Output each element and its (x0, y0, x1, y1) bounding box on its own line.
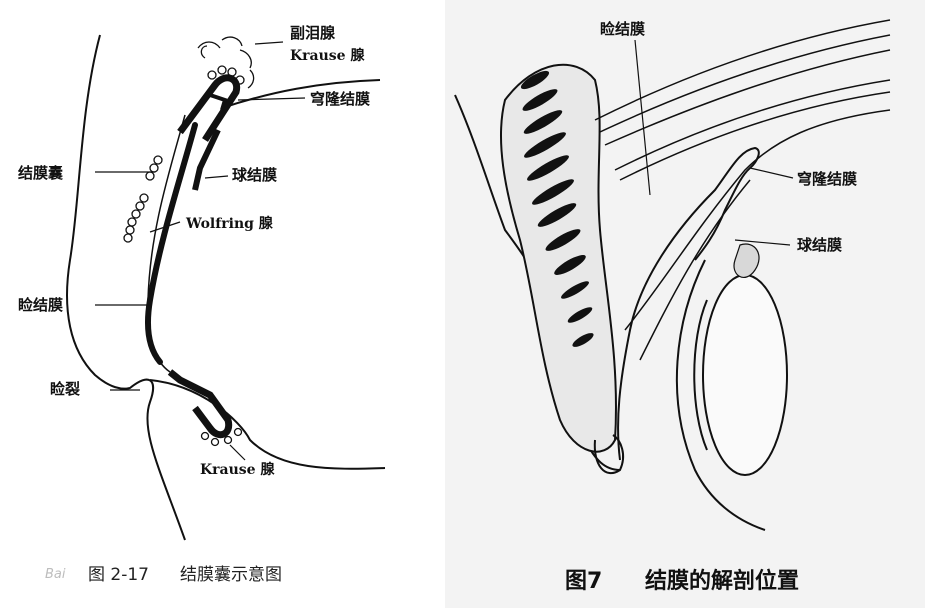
caption-number-right: 图7 (565, 569, 602, 594)
lower-fornix-loop (167, 369, 233, 439)
globe-outline (221, 79, 381, 109)
label-accessory-lacrimal-gland: 副泪腺 (290, 24, 336, 42)
lid-margin-loop (593, 434, 624, 475)
label-krause-gland-bottom: Krause 腺 (200, 461, 275, 478)
iris-outline (693, 299, 708, 451)
label-palpebral-conjunctiva: 睑结膜 (18, 296, 63, 314)
fornix-tip (209, 93, 228, 111)
conjunctiva-anatomy-diagram: 睑结膜 穹隆结膜 球结膜 图7 结膜的解剖位置 (454, 19, 891, 594)
leader-lines (95, 41, 306, 461)
lower-globe-outline (149, 379, 386, 470)
upper-fornix-loop (177, 74, 241, 142)
inner-lid-line (147, 114, 186, 373)
sclera-outline (675, 259, 766, 531)
krause-gland-bottom-cluster (200, 427, 243, 447)
conjunctival-sac-figure: 副泪腺 Krause 腺 穹隆结膜 结膜囊 球结膜 Wolfring 腺 睑结膜… (0, 0, 445, 608)
meibomian-gland-stripes (520, 70, 594, 347)
palpebral-conjunctiva-line (145, 122, 198, 365)
conjunctival-sac-diagram: 副泪腺 Krause 腺 穹隆结膜 结膜囊 球结膜 Wolfring 腺 睑结膜… (18, 24, 386, 585)
label-palpebral-conjunctiva-right: 睑结膜 (600, 20, 645, 38)
cornea-lens (702, 274, 788, 476)
label-wolfring-gland: Wolfring 腺 (185, 215, 274, 232)
label-krause-gland-top: Krause 腺 (290, 47, 365, 64)
conjunctiva-line (617, 146, 760, 461)
label-fornix-conjunctiva: 穹隆结膜 (310, 90, 370, 108)
bulbar-tissue-patch (733, 243, 760, 278)
tarsus-outline (500, 63, 618, 453)
label-conjunctival-sac: 结膜囊 (18, 164, 64, 182)
label-fornix-conjunctiva-right: 穹隆结膜 (797, 170, 857, 188)
label-palpebral-fissure: 睑裂 (50, 380, 80, 398)
caption-title-left: 结膜囊示意图 (180, 565, 282, 585)
muscle-bands (594, 19, 891, 361)
krause-gland-top-cluster (197, 36, 255, 89)
label-bulbar-conjunctiva: 球结膜 (232, 166, 277, 184)
caption-number-left: 图 2-17 (88, 565, 149, 585)
eyelid-outline (66, 34, 186, 541)
label-bulbar-conjunctiva-right: 球结膜 (797, 236, 842, 254)
watermark-text: Bai (45, 567, 66, 582)
leader-lines-right (634, 39, 794, 246)
conjunctiva-anatomy-figure: 睑结膜 穹隆结膜 球结膜 图7 结膜的解剖位置 (445, 0, 925, 608)
bulbar-conjunctiva-segment (192, 128, 221, 191)
caption-title-right: 结膜的解剖位置 (645, 568, 799, 594)
